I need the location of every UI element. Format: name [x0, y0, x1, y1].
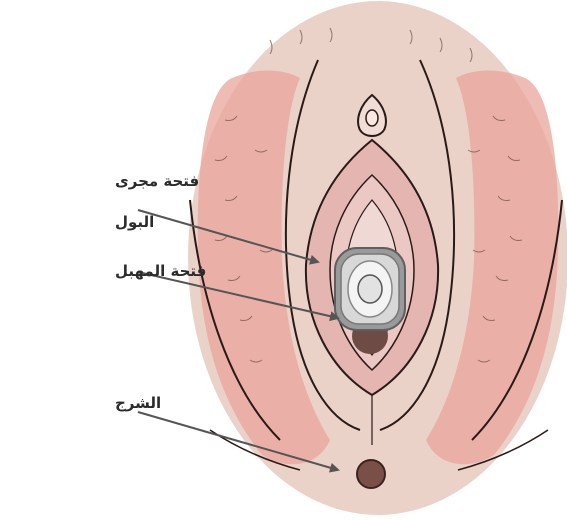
clitoris — [366, 110, 378, 126]
urethral-opening-label-line1: فتحة مجرى — [115, 172, 199, 190]
anus — [357, 460, 385, 488]
menstrual-cup-icon — [335, 248, 405, 330]
urethral-opening-label-line2: البول — [115, 213, 154, 231]
anus-label: الشرج — [115, 394, 161, 412]
vaginal-opening-label: فتحة المهبل — [115, 262, 206, 280]
